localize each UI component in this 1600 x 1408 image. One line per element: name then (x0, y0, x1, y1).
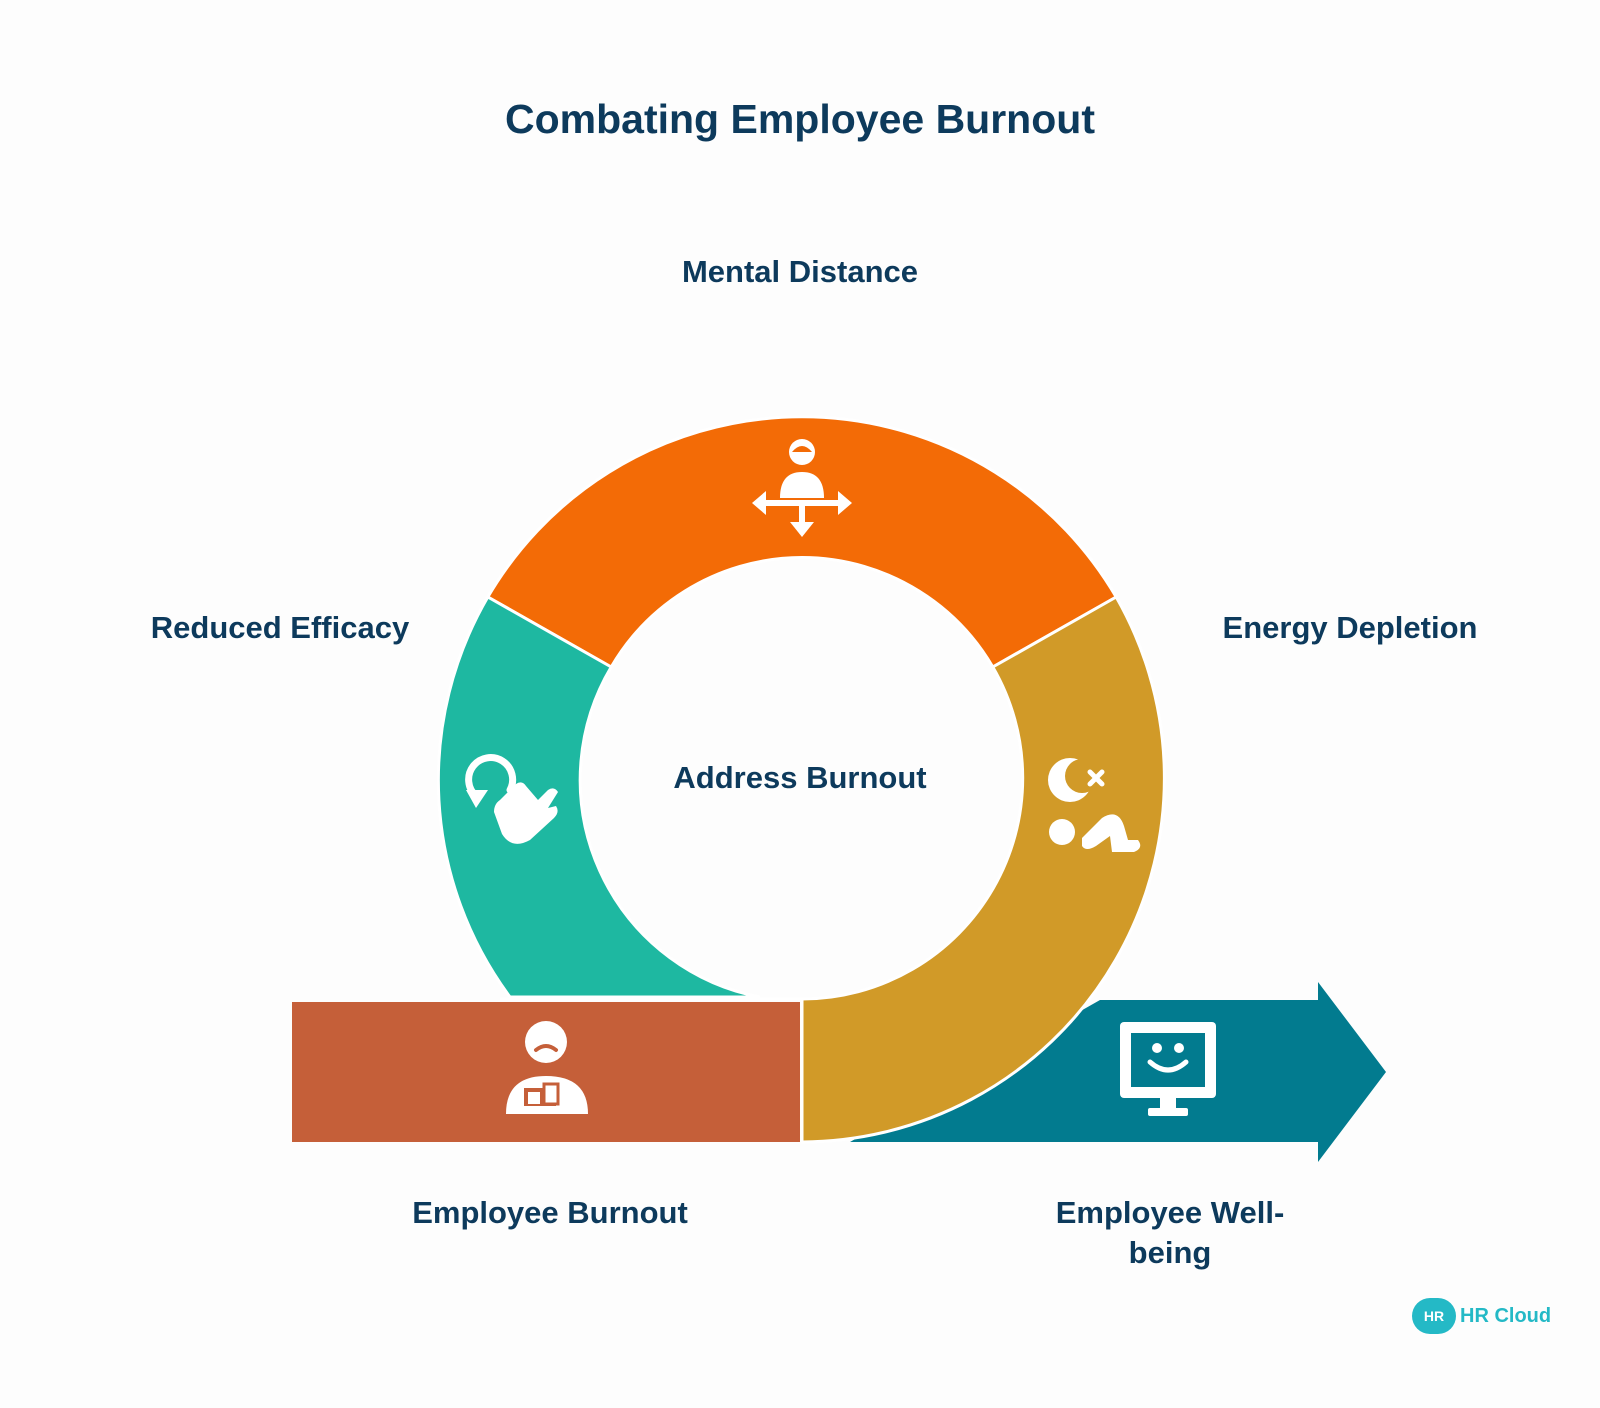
person-arrows-icon (752, 439, 852, 537)
employee-burnout-label: Employee Burnout (412, 1195, 688, 1230)
mental-distance-segment (485, 415, 1119, 670)
employee-wellbeing-label: Employee Well-being (1055, 1195, 1285, 1270)
brand-name: HR Cloud (1460, 1304, 1552, 1327)
sad-person-desk-icon (506, 1021, 588, 1114)
hr-cloud-logo: HR HR Cloud (1412, 1296, 1551, 1336)
energy-depletion-segment (800, 594, 1166, 1144)
sleep-moon-icon (1048, 758, 1141, 852)
employee-wellbeing-arrow (850, 982, 1386, 1162)
energy-depletion-label: Energy Depletion (1222, 610, 1478, 645)
mental-distance-label: Mental Distance (681, 254, 918, 289)
hr-cloud-badge-icon: HR (1412, 1298, 1456, 1334)
smiling-monitor-icon (1120, 1022, 1216, 1116)
diagram-title: Combating Employee Burnout (505, 96, 1095, 142)
address-burnout-label: Address Burnout (673, 760, 927, 795)
reduced-efficacy-segment (436, 594, 761, 999)
reduced-efficacy-label: Reduced Efficacy (150, 610, 410, 645)
hand-refresh-icon (465, 754, 558, 844)
